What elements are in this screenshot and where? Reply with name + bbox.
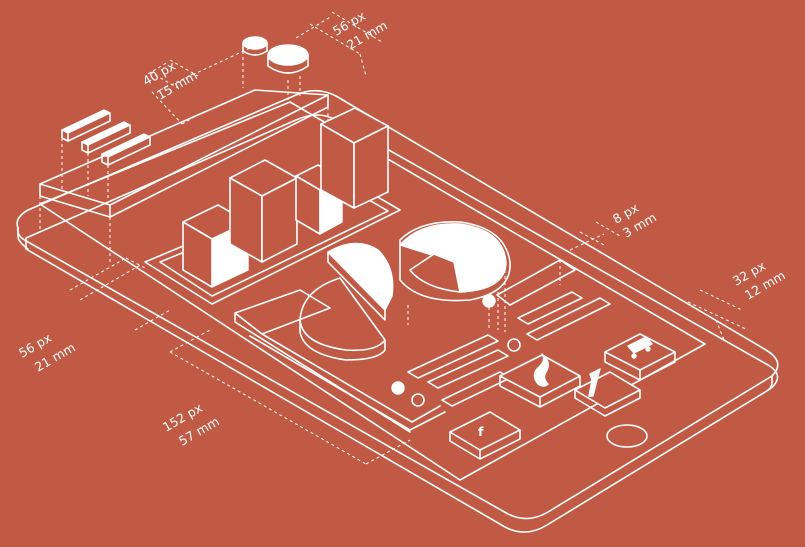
facebook-glyph: f <box>478 424 484 439</box>
hamburger-menu-icon <box>62 110 150 200</box>
phone-body <box>17 91 778 532</box>
